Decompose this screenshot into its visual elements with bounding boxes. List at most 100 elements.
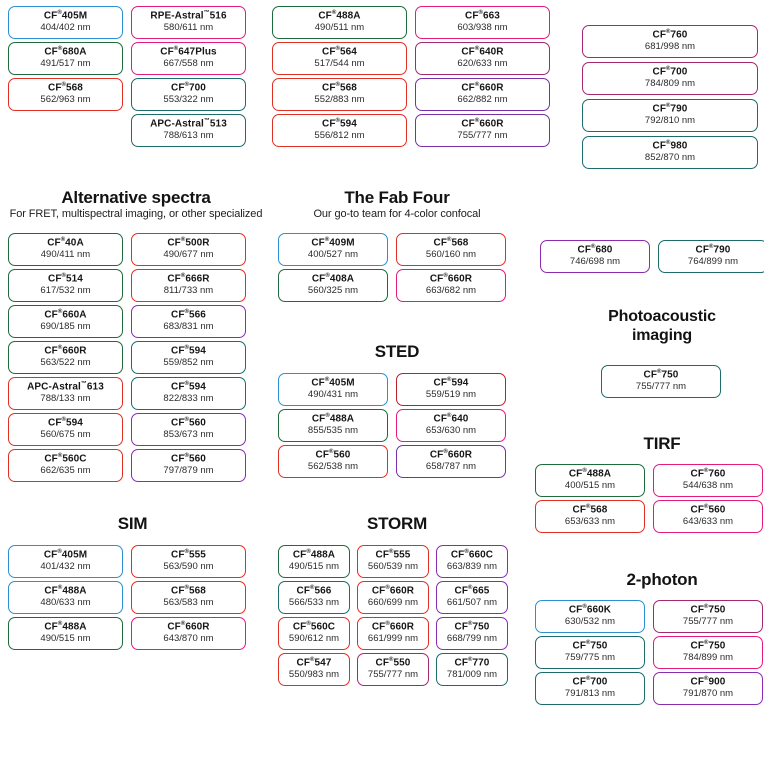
dye-spectra-values: 491/517 nm bbox=[40, 58, 91, 70]
trademark-symbol: ® bbox=[586, 676, 591, 683]
dye-spectra-values: 667/558 nm bbox=[163, 58, 214, 70]
dye-spectra-values: 663/839 nm bbox=[446, 561, 498, 573]
dye-spectra-values: 681/998 nm bbox=[644, 41, 696, 53]
dye-name: CF®660A bbox=[44, 309, 87, 321]
dye-spectra-values: 784/899 nm bbox=[682, 652, 734, 664]
section-title-photoacoustic-imaging: Photoacoustic imaging bbox=[540, 308, 764, 346]
trademark-symbol: ® bbox=[666, 66, 671, 73]
trademark-symbol: ® bbox=[335, 82, 340, 89]
dye-spectra-values: 792/810 nm bbox=[644, 115, 696, 127]
dye-name: CF®568 bbox=[322, 82, 357, 94]
dye-spectra-values: 643/870 nm bbox=[163, 633, 214, 645]
trademark-symbol: ® bbox=[57, 10, 62, 17]
dye-name: CF®560 bbox=[171, 453, 206, 465]
dye-name: CF®555 bbox=[375, 549, 411, 561]
dye-name: CF®500R bbox=[167, 237, 210, 249]
dye-spectra-values: 661/507 nm bbox=[446, 597, 498, 609]
dye-name: CF®40A bbox=[47, 237, 84, 249]
trademark-symbol: ® bbox=[325, 413, 330, 420]
dye-spectra-values: 560/539 nm bbox=[367, 561, 419, 573]
dye-name: CF®750 bbox=[690, 640, 726, 652]
dye-name: CF®660R bbox=[429, 273, 473, 285]
trademark-symbol: ® bbox=[57, 345, 63, 352]
dye-spectra-values: 658/787 nm bbox=[425, 461, 477, 473]
